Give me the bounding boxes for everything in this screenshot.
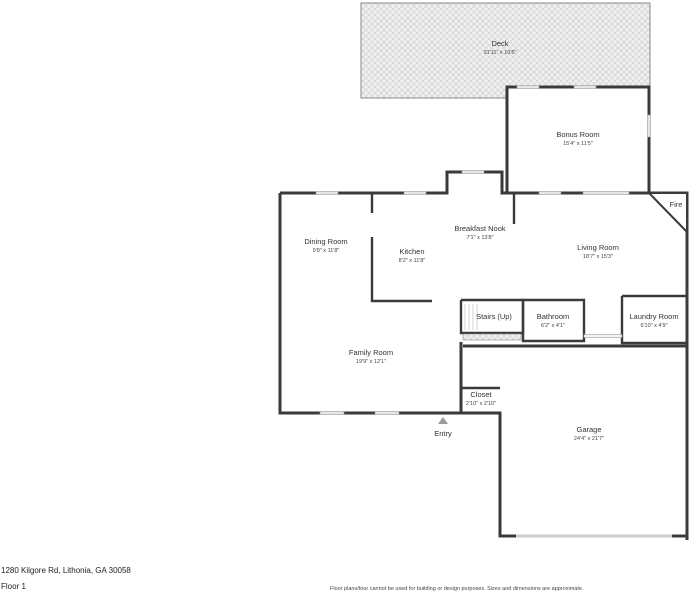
entry-label: Entry [434,429,452,438]
closet-label: Closet [470,390,492,399]
deck-dims: 31'11" x 10'6" [484,50,517,56]
bathroom-label: Bathroom [537,312,570,321]
entry-arrow-icon [438,417,448,424]
dining-room-label: Dining Room [304,237,347,246]
laundry-room-label: Laundry Room [629,312,678,321]
garage-label: Garage [576,425,601,434]
fire-label: Fire [670,200,683,209]
kitchen-dims: 8'2" x 11'8" [399,258,426,264]
bonus-room-label: Bonus Room [556,130,599,139]
disclaimer-text: Floor plans/tour cannot be used for buil… [330,586,584,592]
kitchen-label: Kitchen [399,247,424,256]
bonus-room-windows [516,85,651,138]
main-windows [315,170,630,415]
deck-label: Deck [491,39,508,48]
laundry-room-dims: 6'10" x 4'9" [640,323,667,329]
interior-walls [370,172,687,390]
garage-dims: 24'4" x 21'7" [574,436,604,442]
dining-room-dims: 9'8" x 11'8" [313,248,340,254]
stairs-treads [464,304,478,330]
family-room-label: Family Room [349,348,393,357]
fireplace [646,192,688,235]
floor-label: Floor 1 [1,582,26,591]
stairs-landing [462,333,522,341]
living-room-label: Living Room [577,243,619,252]
closet-dims: 2'10" x 2'10" [466,401,496,407]
living-room-dims: 18'7" x 15'3" [583,254,613,260]
property-address: 1280 Kilgore Rd, Lithonia, GA 30058 [1,566,131,575]
bonus-room-dims: 15'4" x 11'5" [563,141,593,147]
family-room-dims: 19'9" x 12'1" [356,359,386,365]
bonus-room-walls [505,85,651,195]
breakfast-nook-label: Breakfast Nook [454,224,506,233]
deck-area [360,2,651,99]
breakfast-nook-dims: 7'1" x 13'8" [466,235,493,241]
bathroom-dims: 6'2" x 4'1" [541,323,565,329]
stairs-label: Stairs (Up) [476,312,512,321]
room-labels: Deck 31'11" x 10'6" Bonus Room 15'4" x 1… [304,39,682,442]
